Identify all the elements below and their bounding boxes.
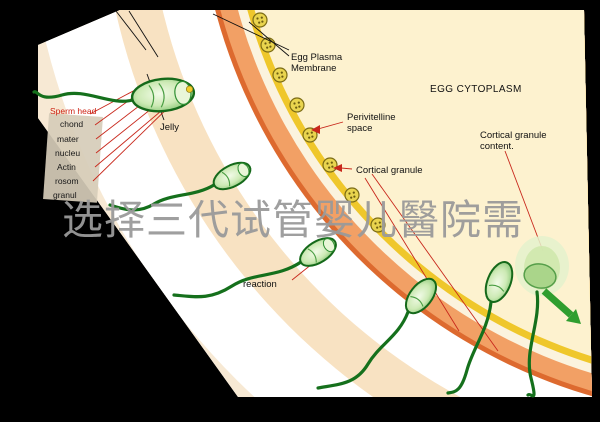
sperm-2-head: [212, 161, 252, 191]
label-perivitelline-space: Perivitelline space: [347, 112, 396, 135]
sperm-6-head: [523, 263, 557, 289]
label-acrosome-reaction: reaction: [243, 279, 277, 290]
sperm-3: [172, 237, 337, 299]
label-cropped-acrosome: rosom: [55, 176, 79, 186]
sperm-1-head: [130, 77, 196, 113]
label-cropped-material: mater: [57, 134, 79, 144]
label-cropped-granule: granul: [53, 190, 77, 200]
label-egg-cytoplasm: EGG CYTOPLASM: [430, 84, 522, 95]
sperm-4-head: [404, 277, 438, 315]
sperm-6: [523, 263, 557, 398]
cortical-granule-icons: [252, 12, 386, 233]
direction-arrow-icon: [541, 288, 581, 324]
watermark-text: 选择三代试管婴儿醫院需: [62, 197, 524, 243]
sperm-5-tail: [446, 300, 493, 395]
sperm-4-tail: [316, 310, 410, 390]
label-cropped-nucleus: nucleu: [55, 148, 81, 158]
sperm-1: [32, 77, 196, 113]
label-cropped-actin: Actin: [57, 162, 76, 172]
sperm-5-head: [484, 261, 514, 303]
label-sperm-head: Sperm head: [50, 106, 97, 116]
label-cortical-granule: Cortical granule: [356, 165, 423, 176]
sperm-5: [446, 261, 514, 395]
sperm-6-tail: [526, 290, 540, 398]
label-egg-plasma-membrane: Egg Plasma Membrane: [291, 52, 343, 75]
sperm-4: [316, 277, 438, 390]
label-jelly: Jelly: [160, 122, 180, 133]
sperm-2: [108, 161, 252, 212]
sperm-3-head: [299, 237, 337, 267]
sperm-2-tail: [108, 183, 216, 212]
label-cropped-mitochond: chond: [60, 119, 84, 129]
label-cortical-granule-content: Cortical granule content.: [480, 130, 547, 153]
sperm-3-tail: [172, 260, 303, 299]
sperm-1-tail: [32, 90, 135, 103]
